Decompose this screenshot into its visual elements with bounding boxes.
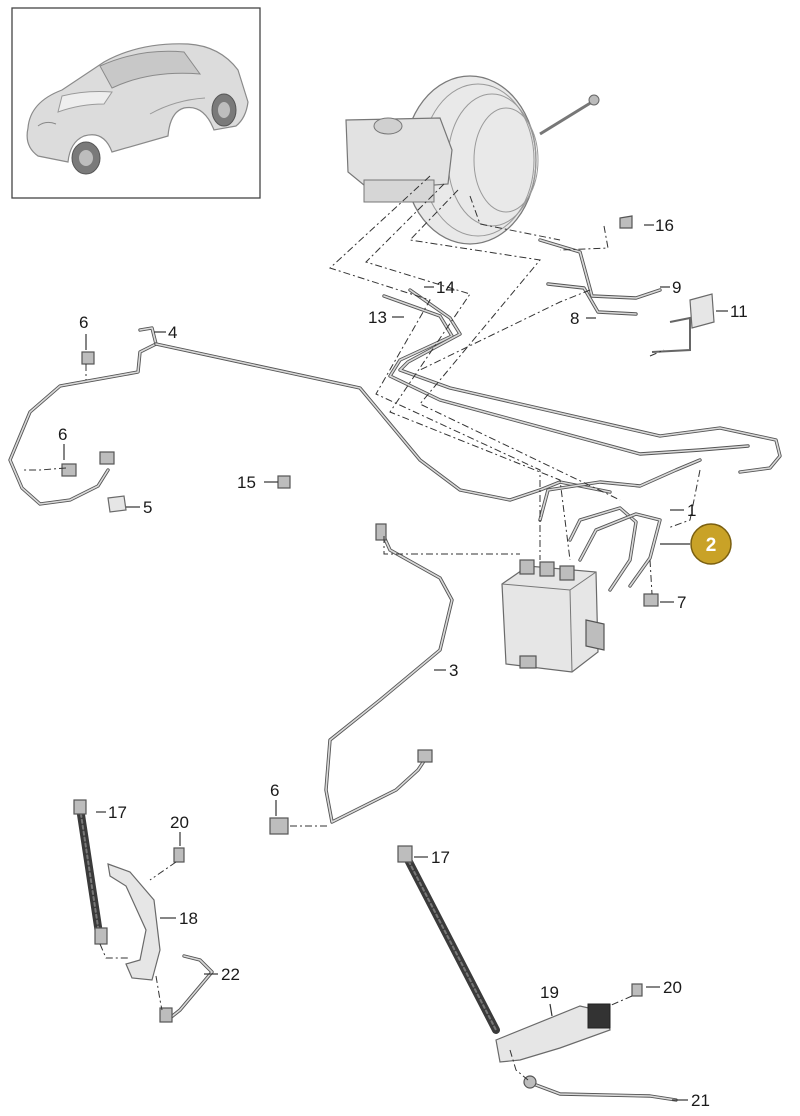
callout-6-top: 6 — [79, 313, 88, 332]
abs-hydraulic-unit — [501, 559, 605, 673]
car-thumbnail — [11, 7, 261, 199]
callout-18: 18 — [179, 909, 198, 928]
rear-brake-hose-assembly — [397, 845, 678, 1102]
callout-15: 15 — [237, 473, 256, 492]
callout-20-left: 20 — [170, 813, 189, 832]
front-brake-hose-assembly — [73, 799, 214, 1023]
callout-labels: 16 14 9 13 8 11 6 4 6 15 5 1 7 3 6 17 20… — [58, 216, 748, 1110]
callout-17-left: 17 — [108, 803, 127, 822]
clip-7 — [643, 593, 659, 607]
small-parts — [61, 215, 715, 835]
callout-21: 21 — [691, 1091, 710, 1110]
callout-19: 19 — [540, 983, 559, 1002]
bolt-20-right — [631, 983, 643, 997]
callout-1: 1 — [687, 501, 696, 520]
callout-6-bottom: 6 — [270, 781, 279, 800]
clip-5 — [107, 495, 127, 513]
callout-14: 14 — [436, 278, 455, 297]
callout-2-badge[interactable]: 2 — [660, 523, 732, 565]
callout-9: 9 — [672, 278, 681, 297]
clip-6-top — [81, 351, 95, 365]
clip-6-bottom — [269, 817, 289, 835]
reference-lines — [22, 175, 701, 1081]
clip-16 — [619, 215, 633, 229]
brake-booster-assembly — [345, 75, 600, 245]
car-thumbnail-icon — [26, 43, 249, 175]
bracket-19 — [495, 1005, 611, 1063]
callout-2: 2 — [706, 535, 717, 556]
callout-17-right: 17 — [431, 848, 450, 867]
callout-4: 4 — [168, 323, 177, 342]
clip-6-left — [61, 463, 77, 477]
callout-8: 8 — [570, 309, 579, 328]
callout-6-left: 6 — [58, 425, 67, 444]
clip-15 — [277, 475, 291, 489]
callout-11: 11 — [730, 302, 748, 321]
brake-pipes — [8, 238, 782, 824]
callout-13: 13 — [368, 308, 387, 327]
callout-16: 16 — [655, 216, 674, 235]
bolt-20-left — [173, 847, 185, 863]
bracket-18 — [107, 863, 161, 981]
callout-7: 7 — [677, 593, 686, 612]
callout-22: 22 — [221, 965, 240, 984]
callout-20-right: 20 — [663, 978, 682, 997]
bracket-11 — [689, 293, 715, 329]
callout-5: 5 — [143, 498, 152, 517]
callout-3: 3 — [449, 661, 458, 680]
callout-leaders — [63, 224, 728, 1101]
